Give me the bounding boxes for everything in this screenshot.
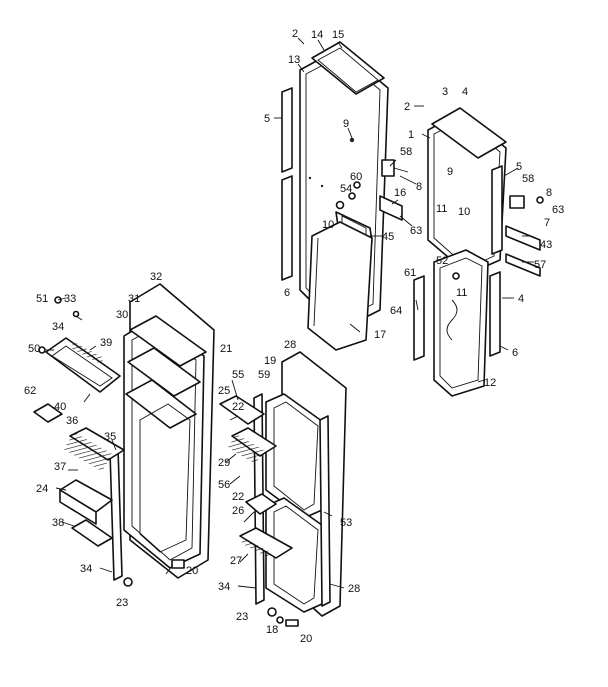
callout-label: 6 xyxy=(512,347,518,359)
callout-label: 35 xyxy=(104,431,116,443)
callout-label: 17 xyxy=(374,329,386,341)
callout-label: 60 xyxy=(350,171,362,183)
callout-label: 39 xyxy=(100,337,112,349)
callout-label: 8 xyxy=(546,187,552,199)
callout-label: 31 xyxy=(128,293,140,305)
callout-label: 52 xyxy=(436,255,448,267)
callout-label: 28 xyxy=(348,583,360,595)
callout-label: 51 xyxy=(36,293,48,305)
leader-lines xyxy=(46,37,534,589)
freezer-liner-assembly xyxy=(33,283,215,587)
fresh-food-liner-assembly xyxy=(219,351,347,627)
callout-label: 22 xyxy=(232,401,244,413)
callout-label: 38 xyxy=(52,517,64,529)
callout-label: 5 xyxy=(516,161,522,173)
callout-label: 11 xyxy=(436,203,447,215)
callout-labels: 2 14 15 13 5 9 60 54 10 58 8 16 63 45 6 … xyxy=(24,28,564,645)
callout-label: 63 xyxy=(552,204,564,216)
callout-label: 13 xyxy=(288,54,300,66)
callout-label: 20 xyxy=(186,565,198,577)
callout-label: 34 xyxy=(218,581,230,593)
callout-label: 19 xyxy=(264,355,276,367)
callout-label: 57 xyxy=(534,259,546,271)
callout-label: 37 xyxy=(54,461,66,473)
callout-label: 54 xyxy=(340,183,352,195)
fresh-food-door-assembly xyxy=(413,107,544,397)
callout-label: 58 xyxy=(522,173,534,185)
callout-label: 21 xyxy=(220,343,232,355)
callout-label: 23 xyxy=(116,597,128,609)
callout-label: 34 xyxy=(52,321,64,333)
callout-label: 18 xyxy=(266,624,278,636)
callout-label: 15 xyxy=(332,29,344,41)
callout-label: 36 xyxy=(66,415,78,427)
callout-label: 9 xyxy=(447,166,453,178)
callout-label: 50 xyxy=(28,343,40,355)
callout-label: 28 xyxy=(284,339,296,351)
callout-label: 25 xyxy=(218,385,230,397)
callout-label: 9 xyxy=(343,118,349,130)
callout-label: 2 xyxy=(292,28,298,40)
callout-label: 43 xyxy=(540,239,552,251)
callout-label: 4 xyxy=(518,293,524,305)
callout-label: 58 xyxy=(400,146,412,158)
callout-label: 2 xyxy=(404,101,410,113)
callout-label: 4 xyxy=(462,86,468,98)
callout-label: 20 xyxy=(300,633,312,645)
callout-label: 26 xyxy=(232,505,244,517)
callout-label: 32 xyxy=(150,271,162,283)
callout-label: 34 xyxy=(80,563,92,575)
callout-label: 63 xyxy=(410,225,422,237)
callout-label: 56 xyxy=(218,479,230,491)
callout-label: 8 xyxy=(416,181,422,193)
callout-label: 61 xyxy=(404,267,416,279)
callout-label: 11 xyxy=(456,287,467,299)
callout-label: 53 xyxy=(340,517,352,529)
callout-label: 1 xyxy=(408,129,414,141)
freezer-door-assembly xyxy=(281,41,409,351)
callout-label: 62 xyxy=(24,385,36,397)
callout-label: 5 xyxy=(264,113,270,125)
callout-label: 64 xyxy=(390,305,402,317)
callout-label: 12 xyxy=(484,377,496,389)
callout-label: 10 xyxy=(458,206,470,218)
callout-label: 6 xyxy=(284,287,290,299)
callout-label: 3 xyxy=(442,86,448,98)
callout-label: 29 xyxy=(218,457,230,469)
callout-label: 16 xyxy=(394,187,406,199)
callout-label: 7 xyxy=(544,217,550,229)
callout-label: 24 xyxy=(36,483,48,495)
callout-label: 14 xyxy=(311,29,323,41)
callout-label: 27 xyxy=(230,555,242,567)
callout-label: 23 xyxy=(236,611,248,623)
callout-label: 33 xyxy=(64,293,76,305)
callout-label: 30 xyxy=(116,309,128,321)
callout-label: 45 xyxy=(382,231,394,243)
callout-label: 10 xyxy=(322,219,334,231)
callout-label: 59 xyxy=(258,369,270,381)
callout-label: 55 xyxy=(232,369,244,381)
callout-label: 22 xyxy=(232,491,244,503)
callout-label: 40 xyxy=(54,401,66,413)
